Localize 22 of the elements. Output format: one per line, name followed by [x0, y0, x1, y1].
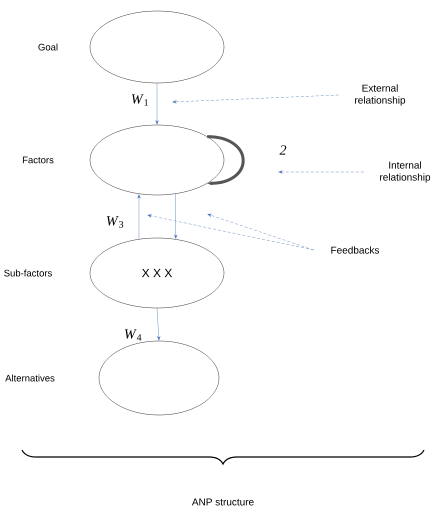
edge-label: W$_{4}$: [124, 329, 142, 341]
arrow: [174, 194, 178, 239]
edge-label: W$_{3}$: [106, 216, 124, 228]
leader-arrow: [278, 170, 364, 174]
leader-arrow: [207, 214, 314, 250]
annotation-text: Feedbacks: [331, 246, 380, 254]
node-label: Sub-factors: [4, 270, 52, 276]
node-label: Goal: [38, 44, 58, 50]
leader-arrow: [172, 94, 339, 104]
annotation-text: Internal relationship: [380, 161, 430, 183]
node-label: Alternatives: [5, 374, 54, 382]
node-label: Factors: [22, 156, 54, 164]
arrow: [156, 308, 160, 340]
arrow: [137, 194, 141, 240]
annotation-text: External relationship: [355, 84, 406, 106]
edge-label: 2: [280, 145, 286, 155]
loop-arrow: [207, 135, 245, 186]
leader-arrow: [147, 214, 314, 250]
arrow: [155, 83, 159, 124]
caption: ANP structure: [192, 498, 254, 506]
ellipse-node: X X X: [90, 238, 224, 308]
edge-label: W$_{1}$: [132, 94, 148, 106]
